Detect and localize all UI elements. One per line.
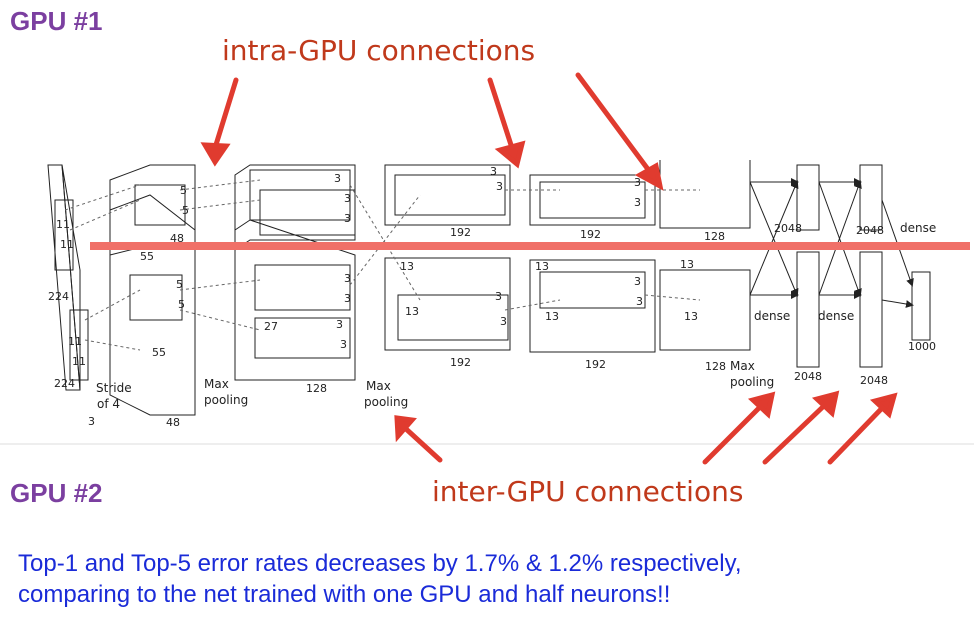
inter-arrow-fc8 bbox=[827, 401, 889, 465]
svg-text:27: 27 bbox=[264, 320, 278, 333]
fc7-bottom bbox=[859, 251, 883, 368]
fc7-top bbox=[859, 164, 883, 231]
conv5-top-block bbox=[659, 160, 751, 229]
svg-text:11: 11 bbox=[72, 355, 86, 368]
svg-text:13: 13 bbox=[405, 305, 419, 318]
svg-text:Max: Max bbox=[366, 379, 391, 393]
svg-text:Max: Max bbox=[730, 359, 755, 373]
svg-text:48: 48 bbox=[170, 232, 184, 245]
intra-arrow-1 bbox=[212, 77, 239, 151]
svg-text:Max: Max bbox=[204, 377, 229, 391]
svg-text:192: 192 bbox=[450, 226, 471, 239]
inter-arrow-fc6 bbox=[702, 401, 766, 465]
svg-text:3: 3 bbox=[496, 180, 503, 193]
svg-text:3: 3 bbox=[340, 338, 347, 351]
svg-text:dense: dense bbox=[900, 221, 936, 235]
svg-text:2048: 2048 bbox=[860, 374, 888, 387]
svg-text:13: 13 bbox=[400, 260, 414, 273]
svg-text:13: 13 bbox=[545, 310, 559, 323]
svg-text:2048: 2048 bbox=[856, 224, 884, 237]
svg-text:55: 55 bbox=[152, 346, 166, 359]
svg-text:11: 11 bbox=[56, 218, 70, 231]
conv3-top-block bbox=[384, 164, 511, 226]
caption-line-2: comparing to the net trained with one GP… bbox=[18, 581, 671, 608]
svg-text:5: 5 bbox=[180, 184, 187, 197]
svg-text:3: 3 bbox=[334, 172, 341, 185]
svg-text:48: 48 bbox=[166, 416, 180, 429]
input-size-label: 224 bbox=[48, 290, 69, 303]
svg-text:3: 3 bbox=[344, 292, 351, 305]
svg-text:pooling: pooling bbox=[730, 375, 774, 389]
svg-text:3: 3 bbox=[634, 196, 641, 209]
caption-line-1: Top-1 and Top-5 error rates decreases by… bbox=[18, 550, 742, 577]
svg-text:2048: 2048 bbox=[794, 370, 822, 383]
inter-arrow-pool2 bbox=[402, 425, 443, 463]
svg-text:128: 128 bbox=[704, 230, 725, 243]
svg-text:55: 55 bbox=[140, 250, 154, 263]
inter-gpu-heading: inter-GPU connections bbox=[432, 475, 744, 508]
svg-text:224: 224 bbox=[54, 377, 75, 390]
alexnet-diagram: 224 224 11 11 11 11 3 Stride of 4 55 55 … bbox=[0, 72, 974, 465]
svg-text:192: 192 bbox=[450, 356, 471, 369]
svg-text:3: 3 bbox=[344, 272, 351, 285]
svg-text:13: 13 bbox=[680, 258, 694, 271]
svg-text:128: 128 bbox=[306, 382, 327, 395]
fc6-bottom bbox=[796, 251, 820, 368]
intra-arrow-2 bbox=[487, 77, 515, 151]
svg-text:13: 13 bbox=[535, 260, 549, 273]
svg-text:1000: 1000 bbox=[908, 340, 936, 353]
conv4-bottom-block bbox=[529, 259, 656, 353]
conv3-bottom-block bbox=[384, 257, 511, 351]
intra-gpu-heading: intra-GPU connections bbox=[222, 34, 536, 67]
svg-text:192: 192 bbox=[580, 228, 601, 241]
inter-arrow-fc7 bbox=[762, 399, 831, 465]
svg-text:3: 3 bbox=[634, 176, 641, 189]
svg-text:3: 3 bbox=[500, 315, 507, 328]
stride-label: Stride bbox=[96, 381, 132, 395]
svg-text:11: 11 bbox=[60, 238, 74, 251]
svg-text:5: 5 bbox=[178, 298, 185, 311]
svg-text:dense: dense bbox=[754, 309, 790, 323]
svg-text:of 4: of 4 bbox=[97, 397, 120, 411]
svg-text:3: 3 bbox=[636, 295, 643, 308]
svg-text:3: 3 bbox=[344, 192, 351, 205]
svg-text:13: 13 bbox=[684, 310, 698, 323]
svg-text:128: 128 bbox=[705, 360, 726, 373]
svg-text:11: 11 bbox=[68, 335, 82, 348]
svg-text:3: 3 bbox=[495, 290, 502, 303]
fc8-output bbox=[911, 271, 931, 341]
svg-text:3: 3 bbox=[490, 165, 497, 178]
input-kernel-top bbox=[54, 199, 74, 271]
intra-arrow-3 bbox=[575, 72, 653, 175]
input-channels-label: 3 bbox=[88, 415, 95, 428]
svg-text:3: 3 bbox=[344, 212, 351, 225]
svg-text:2048: 2048 bbox=[774, 222, 802, 235]
caption: Top-1 and Top-5 error rates decreases by… bbox=[18, 548, 968, 610]
conv5-bottom-block bbox=[659, 269, 751, 351]
gpu2-label: GPU #2 bbox=[10, 478, 103, 508]
svg-text:dense: dense bbox=[818, 309, 854, 323]
conv4-top-block bbox=[529, 174, 656, 226]
svg-text:192: 192 bbox=[585, 358, 606, 371]
conv1-bottom-block bbox=[109, 194, 196, 416]
gpu1-label: GPU #1 bbox=[10, 6, 103, 36]
svg-text:3: 3 bbox=[634, 275, 641, 288]
fc6-top bbox=[796, 164, 820, 231]
svg-text:3: 3 bbox=[336, 318, 343, 331]
svg-text:pooling: pooling bbox=[204, 393, 248, 407]
svg-text:5: 5 bbox=[176, 278, 183, 291]
input-kernel-bottom bbox=[69, 309, 89, 381]
svg-text:pooling: pooling bbox=[364, 395, 408, 409]
svg-text:5: 5 bbox=[182, 204, 189, 217]
